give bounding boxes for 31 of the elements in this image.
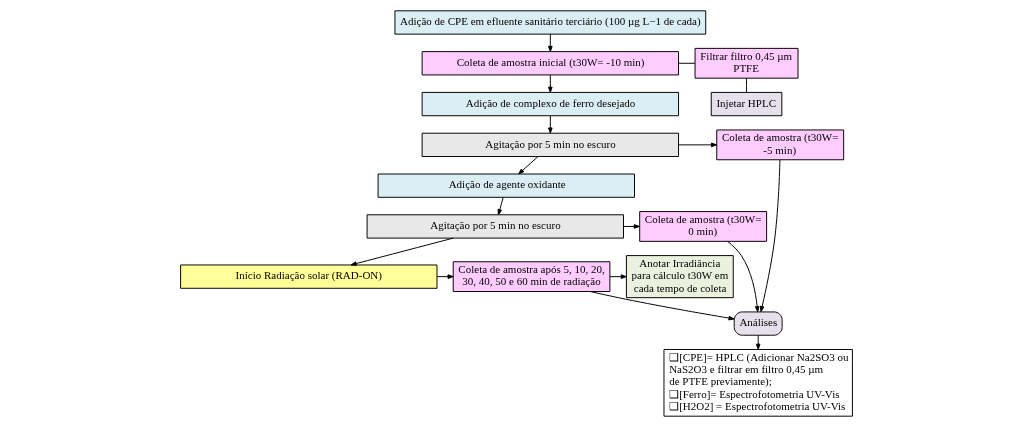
connector	[678, 62, 696, 64]
connector	[746, 77, 748, 93]
node-box: Coleta de amostra inicial (t30W= -10 min)	[421, 51, 680, 76]
node-box: Coleta de amostra após 5, 10, 20, 30, 40, 50 e 60 min de radiação	[452, 261, 611, 292]
arrow	[590, 291, 735, 321]
arrow	[623, 224, 640, 229]
node-box: Filtrar filtro 0,45 µm PTFE	[694, 47, 799, 79]
arrow	[759, 159, 781, 313]
node-box: Coleta de amostra (t30W= 0 min)	[639, 211, 768, 242]
arrow	[609, 274, 627, 279]
arrow	[518, 156, 539, 175]
node-box: Anotar Irradiância para cálculo t30W em cada tempo de coleta	[625, 255, 734, 299]
arrow	[350, 237, 454, 266]
node-box: Início Radiação solar (RAD-ON)	[180, 264, 438, 289]
arrow	[436, 274, 454, 279]
arrow	[548, 33, 553, 52]
node-box: Coleta de amostra (t30W= -5 min)	[716, 129, 845, 161]
arrow	[678, 142, 718, 148]
node-box: Adição de complexo de ferro desejado	[421, 91, 680, 117]
node-box: Injetar HPLC	[710, 91, 783, 117]
node-box: ❑[CPE]= HPLC (Adicionar Na2SO3 ou NaS2O3 e filtrar em filtro 0,45 µm de PTFE previamente); ❑[Ferro]= Espectrofotometria UV-Vis ❑[H2O2] = Espectrofotometria UV-Vis	[663, 349, 853, 417]
arrow	[548, 74, 553, 93]
node-box: Adição de CPE em efluente sanitário terciário (100 µg L−1 de cada)	[394, 10, 707, 35]
node-box: Adição de agente oxidante	[377, 173, 635, 198]
node-box: Agitação por 5 min no escuro	[366, 214, 624, 239]
arrow	[497, 197, 504, 216]
arrow	[548, 115, 553, 134]
arrow	[727, 241, 760, 313]
arrow	[755, 334, 761, 350]
node-box: Agitação por 5 min no escuro	[421, 132, 680, 157]
node-box: Análises	[733, 311, 783, 336]
